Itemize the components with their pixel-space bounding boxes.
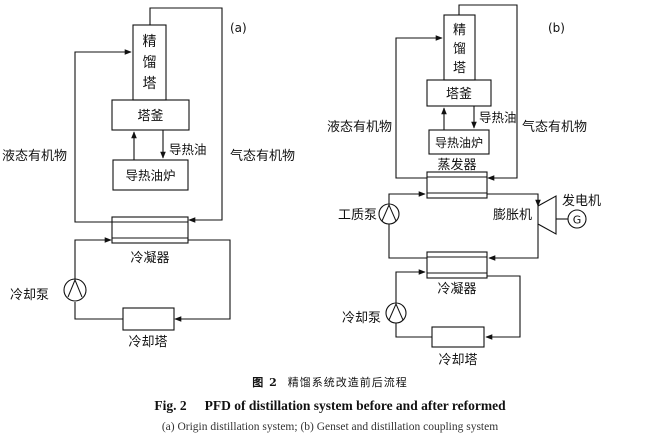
b-cooling-return [395, 323, 432, 338]
b-expander-label: 膨胀机 [493, 208, 532, 223]
b-expander [537, 195, 557, 235]
a-liquid-line [74, 49, 132, 223]
b-working-fluid-condense [488, 224, 539, 261]
process-flow-diagram: (a) 精 馏 塔 塔釜 导热油 导热油炉 液态有机物 气态有机物 冷凝器 冷却… [2, 4, 601, 368]
a-reboiler-label: 塔釜 [137, 109, 163, 124]
b-liquid-line [395, 35, 443, 179]
b-furnace-label: 导热油炉 [435, 136, 483, 150]
b-generator-label: 发电机 [562, 193, 601, 209]
b-cooling-in [395, 269, 426, 303]
b-condenser-label: 冷凝器 [437, 281, 476, 297]
b-cooling-tower [431, 326, 485, 348]
b-condenser [426, 251, 488, 279]
a-condenser-label: 冷凝器 [130, 250, 169, 266]
b-oil-furnace [428, 129, 490, 155]
caption-en-title: PFD of distillation system before and af… [204, 398, 506, 413]
a-cooling-tower-label: 冷却塔 [128, 335, 167, 350]
b-working-fluid-pump-out [388, 191, 426, 204]
a-cooling-pump-label: 冷却泵 [10, 288, 49, 303]
b-working-fluid-out [487, 193, 541, 207]
b-vapor-line [458, 4, 518, 181]
b-reboiler-label: 塔釜 [446, 87, 472, 102]
a-oil-label: 导热油 [169, 142, 207, 157]
caption-english: Fig. 2 PFD of distillation system before … [0, 398, 660, 414]
b-generator-symbol: G [573, 214, 582, 227]
a-reboiler [111, 99, 190, 131]
b-column-char-1: 精 [453, 23, 466, 38]
b-working-pump-label: 工质泵 [338, 208, 377, 223]
b-cooling-out [485, 275, 521, 340]
caption-chinese: 图 2 精馏系统改造前后流程 [0, 374, 660, 390]
caption-en-figure-number: Fig. 2 [154, 398, 187, 413]
a-panel-tag: (a) [230, 21, 247, 35]
b-evaporator-label: 蒸发器 [437, 157, 476, 173]
a-cooling-pump [63, 278, 87, 302]
a-oil-furnace [112, 159, 189, 191]
caption-cn-title: 精馏系统改造前后流程 [287, 376, 408, 389]
b-working-fluid-pump-in [388, 224, 427, 259]
b-reboiler [426, 79, 492, 107]
b-column-char-3: 塔 [453, 61, 466, 76]
caption-subpanels: (a) Origin distillation system; (b) Gens… [161, 421, 499, 433]
b-evaporator [426, 171, 488, 199]
b-cooling-tower-label: 冷却塔 [438, 353, 477, 368]
a-cooling-out [174, 239, 231, 322]
a-column-char-1: 精 [143, 34, 157, 50]
b-vapor-label: 气态有机物 [522, 119, 587, 135]
b-oil-label: 导热油 [479, 110, 517, 125]
a-column-char-3: 塔 [143, 76, 157, 92]
a-vapor-line [149, 7, 223, 223]
a-column-char-2: 馏 [143, 55, 157, 71]
b-panel-tag: (b) [548, 21, 565, 35]
b-liquid-label: 液态有机物 [327, 120, 392, 135]
b-cooling-pump-label: 冷却泵 [342, 311, 381, 326]
a-cooling-in [74, 237, 112, 279]
a-vapor-label: 气态有机物 [230, 148, 295, 164]
caption-cn-figure-number: 图 2 [252, 376, 278, 389]
a-cooling-tower [122, 307, 175, 331]
b-column-char-2: 馏 [453, 42, 466, 57]
a-condenser [111, 216, 189, 244]
a-furnace-label: 导热油炉 [125, 168, 175, 183]
a-cooling-return [74, 302, 123, 320]
a-liquid-label: 液态有机物 [2, 149, 67, 164]
